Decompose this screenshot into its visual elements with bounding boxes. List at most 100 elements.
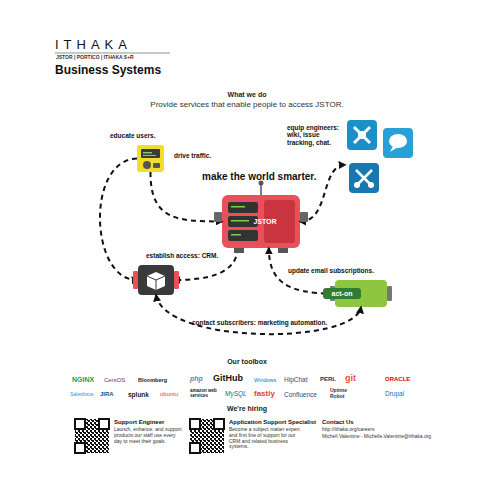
note-label: Launch, enhance, and support products ou… [114,427,182,444]
wordpress-icon [143,161,151,169]
node-heading: update email subscriptions. [288,267,374,274]
crm-box: establish access: CRM. [138,265,174,295]
acton-caps [330,286,335,301]
crm-cube-icon [133,271,138,289]
note-label: NGINX [72,376,94,384]
qr-code [75,419,85,429]
wordpress-box: educate users.drive traffic. [137,145,164,172]
node-text: act-on [323,288,361,299]
engineer-tool-tiles [349,163,379,193]
note-label: splunk [128,391,149,398]
crm-cube-icon [174,271,179,289]
acton-caps [330,286,392,301]
acton-box: update email subscriptions.act-on [335,280,387,307]
note-label: PERL [320,376,336,383]
crm-cube-icon [147,272,165,290]
dashed-connector [269,248,335,294]
engineer-tool-tiles [354,127,370,143]
note-label: Michell Valentine - Michelle.Valentine@i… [322,434,431,440]
note-label: ubuntu [160,391,178,398]
note-label: We're hiring [187,405,307,413]
node-heading: make the world smarter. [202,171,317,183]
note-label: amazon web services [190,388,222,398]
robot-illustration [228,216,258,227]
robot-illustration [231,206,245,208]
engineer-tool-tiles [389,134,407,148]
node-text: drive traffic. [174,152,211,159]
connector-label: contact subscribers: marketing automatio… [150,319,370,326]
engineer-tool-tiles [354,182,360,188]
robot-illustration [278,248,288,253]
note-label: Windows [254,377,276,383]
note-label: http://ithaka.org/careers [322,427,375,433]
note-label: Become a subject matter expert and first… [229,427,301,450]
qr-code [190,419,200,429]
robot-illustration [231,234,241,236]
robot-illustration [260,184,262,195]
engineer-tool-tiles [390,146,398,152]
wordpress-icon [143,155,156,156]
robot-illustration [228,202,258,213]
note-label: CentOS [104,377,125,384]
qr-code [75,419,224,453]
dashed-connector [156,295,361,334]
robot-illustration [300,212,308,222]
robot-illustration [214,181,308,254]
engineer-tool-tiles [356,170,372,186]
qr-code [190,419,224,453]
node-heading: establish access: CRM. [146,252,218,259]
wordpress-icon [153,163,160,168]
wordpress-icon [143,152,152,154]
note-label: HipChat [284,376,307,383]
node-heading: educate users. [110,132,156,139]
note-label: Our toolbox [187,358,307,366]
note-label: JSTOR | PORTICO | ITHAKA S+R [56,55,134,61]
qr-code [75,419,109,453]
note-label: Uptime Robot [330,388,358,400]
robot-illustration [231,220,249,222]
wordpress-icon [141,149,160,158]
note-label: ORACLE [385,376,410,383]
engineer-tools-group: equip engineers: wiki, issue tracking, c… [345,118,415,196]
dashed-connector [150,172,222,222]
note-label: JIRA [100,391,114,398]
note-label: What we do [187,91,307,99]
node-text: JSTOR [250,218,280,226]
acton-caps [387,286,392,301]
page-title: Business Systems [55,64,161,78]
qr-code [190,419,224,453]
qr-code [75,443,85,453]
note-label: Contact Us [322,419,354,426]
qr-code [214,419,224,429]
note-label: git [345,373,356,383]
note-label: php [190,375,203,383]
engineer-tool-tiles [347,120,413,193]
note-label: Bloomberg [138,377,167,383]
robot-illustration [228,230,258,241]
note-label: Support Engineer [114,419,164,426]
logo-rule [55,53,170,54]
crm-cube-icon [147,276,165,290]
engineer-tool-tiles [383,128,413,158]
jstor-robot: make the world smarter.JSTOR [222,195,300,248]
note-label: Provide services that enable people to a… [87,100,407,109]
robot-illustration [214,212,222,222]
robot-illustration [264,200,295,243]
dashed-connector [100,159,138,281]
wordpress-icon [141,149,160,169]
dashed-connector [174,248,238,280]
note-label: GitHub [213,373,243,383]
crm-cube-icon [133,271,179,290]
qr-code [99,419,109,429]
qr-code [190,443,200,453]
note-label: Application Support Specialist [229,419,316,426]
engineer-tool-tiles [358,131,366,139]
dashed-connector [300,165,345,222]
robot-illustration [259,181,264,186]
qr-code [75,419,109,453]
robot-illustration [234,248,244,253]
engineer-tool-tiles [368,182,374,188]
engineer-tool-tiles [347,120,377,150]
note-label: Salesforce [70,392,94,398]
